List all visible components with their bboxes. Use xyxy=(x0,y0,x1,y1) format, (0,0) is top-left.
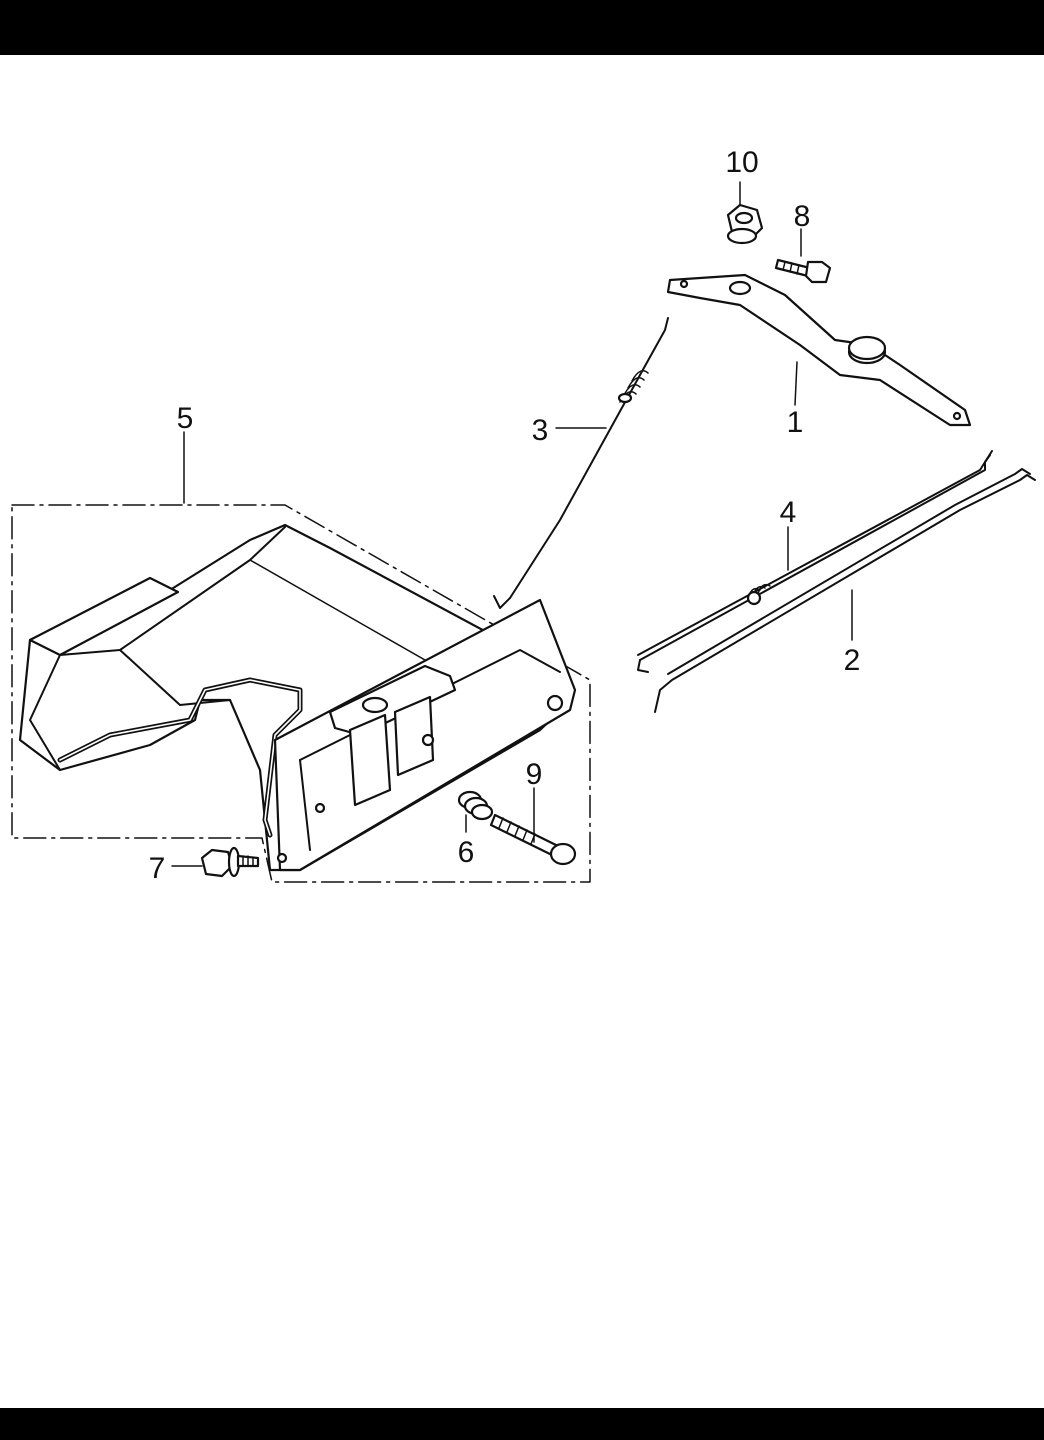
callout-7: 7 xyxy=(149,852,166,885)
part-9-screw xyxy=(491,815,575,864)
callout-2: 2 xyxy=(844,644,861,677)
callout-1: 1 xyxy=(787,406,804,439)
callout-10: 10 xyxy=(725,146,758,179)
part-1-control-lever xyxy=(668,275,970,425)
part-4-spring-rod xyxy=(638,451,992,672)
part-3-spring-rod xyxy=(494,318,668,608)
part-8-bolt xyxy=(776,260,830,282)
callout-3: 3 xyxy=(532,414,549,447)
callout-8: 8 xyxy=(794,200,811,233)
bottom-frame-bar xyxy=(0,1408,1044,1440)
bracket-upright-left xyxy=(350,715,390,805)
part-6-spring xyxy=(459,792,492,819)
callout-5: 5 xyxy=(177,402,194,435)
part-7-flange-bolt xyxy=(202,848,258,876)
callout-4: 4 xyxy=(780,496,797,529)
callout-6: 6 xyxy=(458,836,475,869)
part-10-flange-nut xyxy=(728,205,762,243)
lever-arm xyxy=(668,275,970,425)
callout-9: 9 xyxy=(526,758,543,791)
callout-labels: 10 8 1 3 5 4 2 6 9 7 xyxy=(149,146,861,885)
